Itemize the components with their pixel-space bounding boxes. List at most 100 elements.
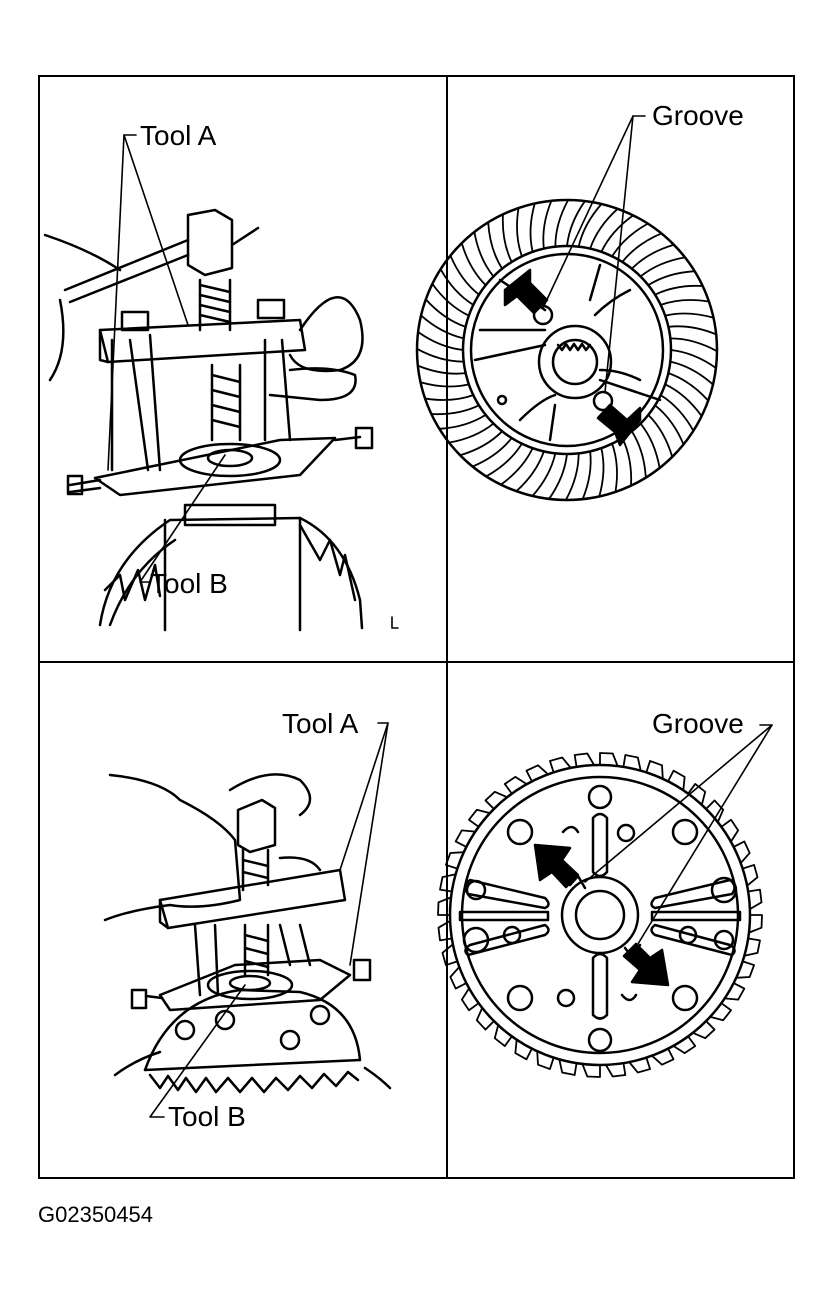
gear-tooth xyxy=(468,808,491,828)
gear-tooth xyxy=(471,437,513,468)
gear-tooth xyxy=(639,422,661,469)
tool-a-label-bottom: Tool A xyxy=(282,708,359,739)
gear-tooth xyxy=(743,937,761,957)
gear-tooth xyxy=(659,299,710,306)
gear-tooth xyxy=(732,840,751,864)
gear-tooth xyxy=(564,452,580,501)
gear-tooth xyxy=(416,347,465,363)
gear-tooth xyxy=(581,450,592,501)
gear-tooth xyxy=(577,203,603,248)
gear-tooth xyxy=(439,268,475,306)
gear-tooth xyxy=(475,1006,495,1031)
groove-label-bottom: Groove xyxy=(652,708,744,739)
gear-tooth xyxy=(424,394,475,401)
gear-tooth xyxy=(630,430,647,479)
gear-tooth xyxy=(604,1062,627,1078)
gear-tooth xyxy=(487,221,504,270)
gear-tooth xyxy=(548,453,568,500)
gear-tooth xyxy=(420,314,465,340)
arrow-icon xyxy=(596,403,642,447)
gear-tooth xyxy=(720,818,740,843)
gear-tooth xyxy=(449,966,468,990)
gear-tooth xyxy=(691,1020,716,1040)
tool-b-label-bottom: Tool B xyxy=(168,1101,246,1132)
gear-tooth xyxy=(459,430,504,457)
gear-tooth xyxy=(531,452,557,497)
gear-tooth xyxy=(748,914,763,934)
gear-tooth xyxy=(621,232,663,263)
gear-tooth xyxy=(503,775,528,795)
gear-tooth xyxy=(445,851,465,870)
gear-tooth xyxy=(516,207,523,258)
gear-tooth xyxy=(621,437,633,487)
gear-tooth xyxy=(705,799,725,824)
arrow-icon xyxy=(503,268,549,315)
gear-illustration-bottom xyxy=(437,724,773,1078)
gear-tooth xyxy=(667,325,718,336)
gear-tooth xyxy=(439,873,457,893)
gear-tooth xyxy=(735,960,755,979)
gear-tooth xyxy=(664,312,715,319)
tool-a-label-top: Tool A xyxy=(140,120,217,151)
tool-b-label-top: Tool B xyxy=(150,568,228,599)
groove-label-top: Groove xyxy=(652,100,744,131)
gear-tooth xyxy=(499,447,534,486)
gear-tooth xyxy=(536,1050,555,1070)
gear-tooth xyxy=(448,422,495,444)
gear-tooth xyxy=(667,372,710,402)
gear-tooth xyxy=(723,982,746,1001)
gear-tooth xyxy=(417,331,464,351)
gear-tooth xyxy=(485,442,523,478)
gear-tooth xyxy=(529,202,536,253)
gear-tooth xyxy=(599,752,619,767)
gear-tooth xyxy=(493,1024,513,1047)
gear-tooth xyxy=(424,298,467,328)
gear-tooth xyxy=(664,383,703,418)
gear-tooth xyxy=(460,242,487,287)
ring-gear-illustration-top xyxy=(415,115,719,502)
gear-tooth xyxy=(558,1058,578,1076)
gear-tooth xyxy=(654,284,704,296)
arrow-icon xyxy=(533,843,580,889)
gear-tooth xyxy=(573,752,596,768)
gear-tooth xyxy=(611,442,618,493)
gear-tooth xyxy=(525,764,549,783)
gear-tooth xyxy=(515,450,545,493)
gear-tooth xyxy=(419,381,470,388)
diagram-frame xyxy=(38,75,795,1179)
gear-tooth xyxy=(514,1038,533,1061)
gear-tooth xyxy=(484,790,509,810)
gear-tooth xyxy=(647,270,696,287)
puller-illustration-top xyxy=(43,134,399,632)
panel-divider-vertical xyxy=(446,77,448,1177)
gear-tooth xyxy=(639,256,686,278)
gear-tooth xyxy=(542,199,553,250)
gear-tooth xyxy=(645,760,664,780)
puller-illustration-bottom xyxy=(103,722,392,1118)
gear-tooth xyxy=(669,360,714,386)
gear-tooth xyxy=(670,349,717,369)
gear-tooth xyxy=(441,943,459,966)
gear-tooth xyxy=(659,394,695,432)
gear-tooth xyxy=(628,1056,651,1074)
gear-tooth xyxy=(709,1002,732,1022)
gear-tooth xyxy=(611,222,649,258)
gear-tooth xyxy=(672,1035,697,1055)
gear-tooth xyxy=(549,756,572,774)
gear-tooth xyxy=(437,896,452,916)
gear-tooth xyxy=(687,783,707,806)
gear-tooth xyxy=(647,413,674,458)
gear-tooth xyxy=(630,243,675,270)
gear-tooth xyxy=(430,404,480,416)
gear-tooth xyxy=(437,919,453,942)
figure-id: G02350454 xyxy=(38,1202,153,1227)
gear-tooth xyxy=(431,282,470,317)
gear-tooth xyxy=(598,447,605,498)
gear-tooth xyxy=(589,207,619,250)
gear-tooth xyxy=(600,214,635,253)
gear-tooth xyxy=(667,769,686,792)
gear-tooth xyxy=(566,200,586,247)
gear-tooth xyxy=(741,864,759,887)
gear-tooth xyxy=(669,337,718,353)
